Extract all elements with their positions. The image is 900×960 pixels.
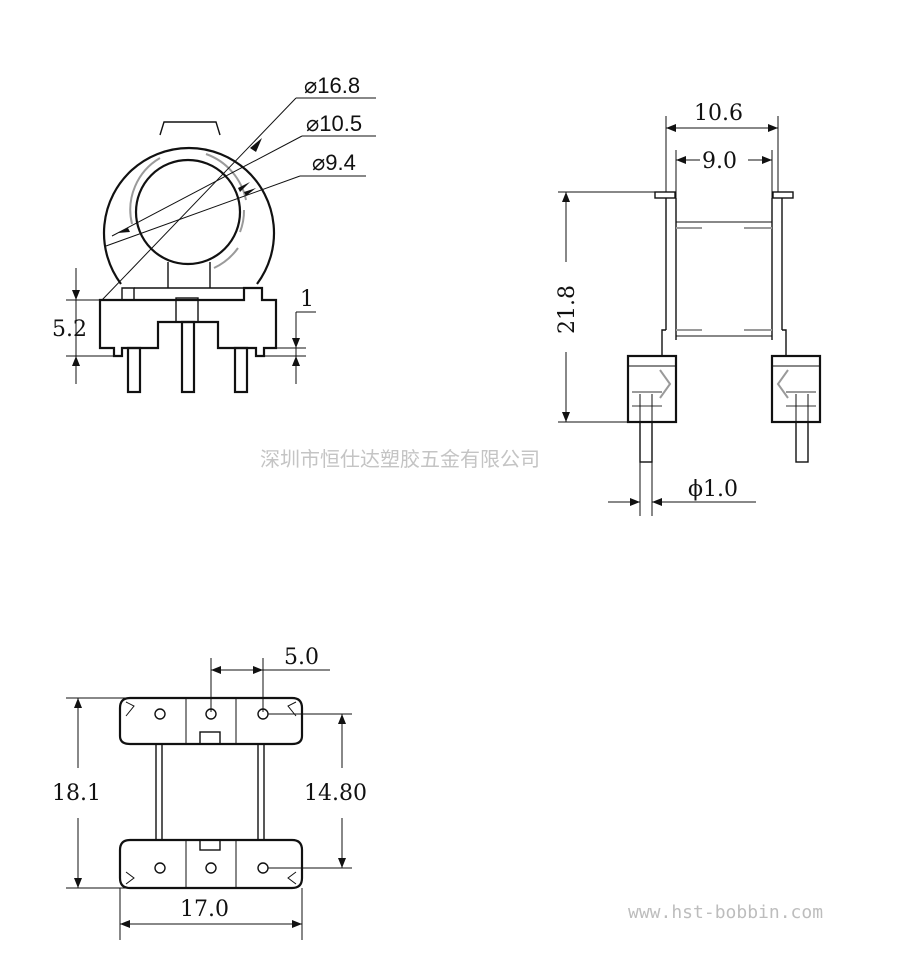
dim-pin-row-spacing: 14.80 (304, 781, 367, 806)
dim-diameter-middle: ⌀10.5 (306, 111, 362, 136)
dim-pin-pitch: 5.0 (284, 645, 319, 670)
dim-step-front: 1 (300, 287, 314, 312)
front-view (66, 97, 376, 394)
dim-width-bottom: 17.0 (180, 897, 229, 922)
watermark-company: 深圳市恒仕达塑胶五金有限公司 (260, 447, 540, 471)
dim-total-length: 18.1 (52, 781, 101, 806)
dim-diameter-inner: ⌀9.4 (312, 150, 356, 175)
bottom-view (66, 658, 352, 940)
dim-width-inner: 9.0 (702, 149, 737, 174)
dim-diameter-outer: ⌀16.8 (304, 73, 360, 98)
dim-height-front: 5.2 (52, 317, 87, 342)
dim-height-side: 21.8 (555, 285, 580, 334)
side-view (558, 116, 822, 516)
website-url: www.hst-bobbin.com (628, 902, 823, 923)
dim-pin-diameter: ϕ1.0 (688, 477, 738, 502)
dim-width-outer: 10.6 (694, 101, 743, 126)
